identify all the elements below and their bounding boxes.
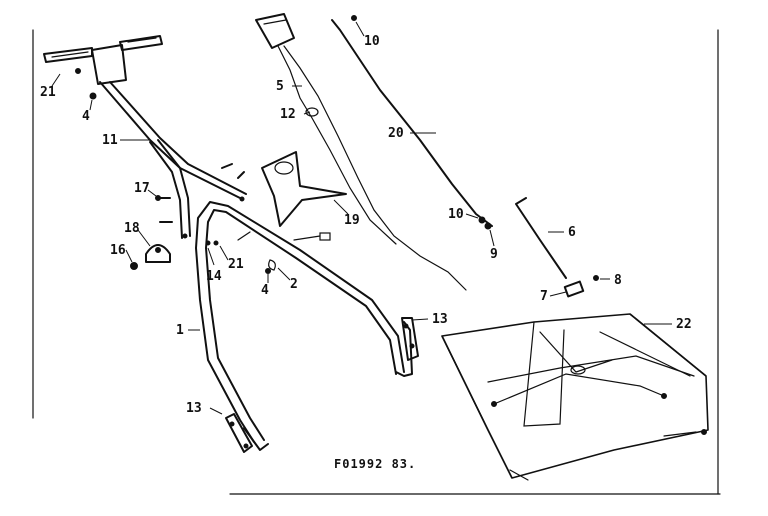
callout-19: 18 [124,221,140,236]
lower-handle-part [195,201,413,451]
callout-7: 7 [540,289,548,304]
callout-20: 20 [388,126,404,141]
callout-18: 19 [344,213,360,228]
handle-grip-part [43,35,163,85]
callout-14: 14 [206,269,222,284]
cable-bracket-part [261,151,347,227]
spring-clip-part [563,275,599,298]
callout-5: 5 [276,79,284,94]
callout-11: 11 [102,133,118,148]
callout-12: 12 [280,107,296,122]
callout-21: 21 [228,257,244,272]
figure-caption: F01992 83. [334,457,416,471]
callout-10-top: 10 [364,34,380,49]
callout-15: 21 [40,85,56,100]
callout-13-lower: 13 [186,401,202,416]
callout-22: 22 [676,317,692,332]
hardware-parts [89,92,331,274]
frame-lines [32,29,721,495]
control-cable-part [255,13,467,291]
l-rod-part [515,197,567,279]
callout-1: 1 [176,323,184,338]
callout-4-lower: 4 [261,283,269,298]
callout-9: 9 [490,247,498,262]
upper-handle-part [99,81,247,239]
callout-2: 2 [290,277,298,292]
callout-16: 16 [110,243,126,258]
control-rod-part [331,15,493,230]
cam-knob-part [145,244,171,263]
callout-17: 17 [134,181,150,196]
grass-bag-part [441,313,709,481]
callout-13-upper: 13 [432,312,448,327]
leader-lines [51,21,672,415]
callout-4-upper: 4 [82,109,90,124]
callout-labels: 21 4 11 17 18 16 14 21 4 2 1 13 13 5 12 … [40,34,692,416]
callout-6: 6 [568,225,576,240]
callout-10-mid: 10 [448,207,464,222]
bracket-part-lower [225,413,253,453]
callout-8: 8 [614,273,622,288]
bracket-part-upper [401,317,419,361]
